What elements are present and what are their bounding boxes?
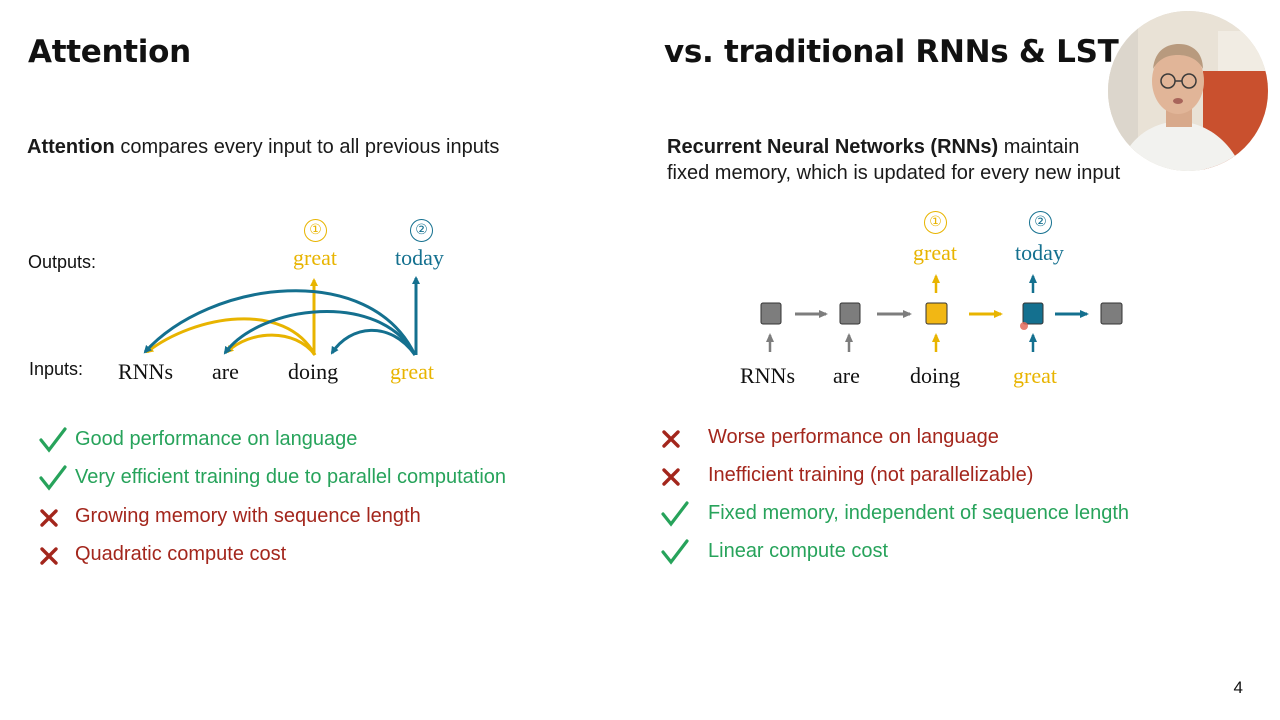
input-great: great <box>390 359 434 384</box>
rnn-input-are: are <box>833 363 860 388</box>
item-text: Worse performance on language <box>708 426 999 448</box>
arc-great-to-are <box>223 310 417 356</box>
output-today: today <box>395 245 444 270</box>
arc-great-to-rnns <box>143 289 417 356</box>
outputs-label: Outputs: <box>28 252 97 272</box>
rnn-node-4 <box>1022 302 1044 325</box>
arc-doing-to-rnns <box>145 317 317 356</box>
presenter-webcam-icon <box>1108 11 1268 171</box>
presenter-video <box>1108 11 1268 171</box>
item-text: Growing memory with sequence length <box>75 505 421 527</box>
rnn-input-doing: doing <box>910 363 961 388</box>
rnn-output-today: today <box>1015 240 1064 265</box>
rnn-output-1-number: ① <box>924 211 947 234</box>
rnn-input-rnns: RNNs <box>740 363 796 388</box>
page-number: 4 <box>1233 678 1243 697</box>
input-are: are <box>212 359 239 384</box>
input-doing: doing <box>288 359 339 384</box>
rnn-node-5 <box>1100 302 1123 325</box>
input-rnns: RNNs <box>118 359 174 384</box>
check-icon <box>39 427 67 453</box>
output-great: great <box>293 245 337 270</box>
right-slide-title: vs. traditional RNNs & LST <box>664 34 1119 70</box>
rnn-output-great: great <box>913 240 957 265</box>
rnn-node-3 <box>925 302 948 325</box>
item-text: Inefficient training (not parallelizable… <box>708 464 1034 486</box>
rnn-node-1 <box>760 302 782 325</box>
item-text: Fixed memory, independent of sequence le… <box>708 502 1130 524</box>
cross-icon <box>662 468 680 486</box>
check-icon <box>661 501 689 527</box>
check-icon <box>39 465 67 491</box>
item-text: Good performance on language <box>75 428 358 450</box>
rnn-output-2-number: ② <box>1029 211 1052 234</box>
rnn-node-2 <box>839 302 861 325</box>
inputs-label: Inputs: <box>29 359 84 379</box>
attention-diagram <box>143 276 420 356</box>
arc-doing-to-are <box>225 333 317 356</box>
right-subtitle: Recurrent Neural Networks (RNNs) maintai… <box>667 134 1120 186</box>
item-text: Very efficient training due to parallel … <box>75 466 507 488</box>
right-subtitle-rest: maintain <box>998 136 1080 158</box>
laser-pointer-dot <box>1020 322 1028 330</box>
left-subtitle-bold: Attention <box>27 136 115 158</box>
left-subtitle-rest: compares every input to all previous inp… <box>114 136 500 158</box>
left-slide-title: Attention <box>28 34 191 70</box>
rnn-diagram <box>760 274 1123 352</box>
arc-great-to-doing <box>330 328 417 356</box>
rnn-pros-cons-list: Worse performance on language Inefficien… <box>660 424 1240 574</box>
left-subtitle: Attention compares every input to all pr… <box>27 134 499 160</box>
attention-pros-cons-list: Good performance on language Very effici… <box>38 426 638 576</box>
item-text: Quadratic compute cost <box>75 543 287 565</box>
right-subtitle-bold: Recurrent Neural Networks (RNNs) <box>667 136 999 158</box>
output-2-number: ② <box>410 219 433 242</box>
cross-icon <box>40 547 58 565</box>
cross-icon <box>662 430 680 448</box>
cross-icon <box>40 509 58 527</box>
rnn-input-great: great <box>1013 363 1057 388</box>
item-text: Linear compute cost <box>708 540 889 562</box>
output-1-number: ① <box>304 219 327 242</box>
right-subtitle-line2: fixed memory, which is updated for every… <box>667 162 1121 184</box>
check-icon <box>661 539 689 565</box>
